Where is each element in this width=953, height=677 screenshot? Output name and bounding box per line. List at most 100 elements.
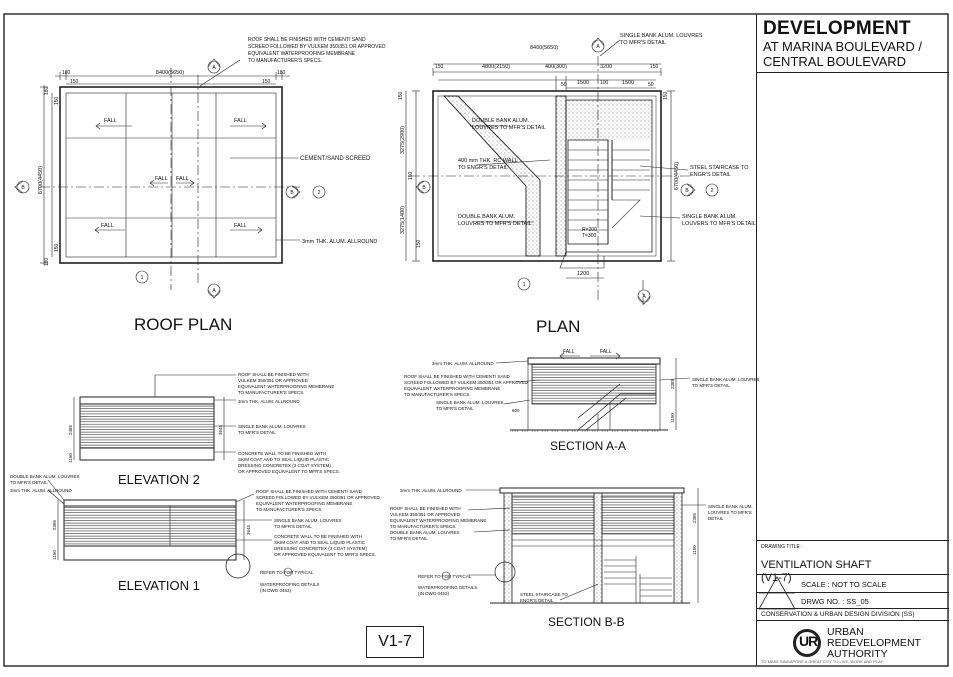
elevation-1-view: 2385 1150 3645 DOUBLE BANK ALUM. LOUVRES… bbox=[10, 474, 380, 593]
elev1-note-left1-2: TO MFR'S DETAIL bbox=[10, 480, 48, 485]
roof-plan-dim-180b: 180 bbox=[277, 70, 286, 76]
roof-plan-dim-v180b: 180 bbox=[44, 257, 50, 266]
elev2-note4-1: CONCRETE WALL TO BE FINISHED WITH bbox=[238, 451, 326, 456]
project-title-line1: DEVELOPMENT bbox=[763, 18, 911, 39]
roof-plan-dim-v150a: 150 bbox=[54, 96, 60, 105]
plan-dim-150b: 150 bbox=[650, 64, 659, 70]
sec-bb-note-wp-2: (IN DWG 0453) bbox=[418, 591, 450, 596]
elev1-note5-1: WATERPROOFING DETAILS bbox=[260, 582, 319, 587]
elev1-note2-1: SINGLE BANK ALUM. LOUVRES bbox=[274, 518, 342, 523]
ura-tagline: TO MAKE SINGAPORE A GREAT CITY TO LIVE, … bbox=[761, 659, 884, 664]
ura-logo-text: UR bbox=[799, 633, 818, 649]
scale-text: SCALE : NOT TO SCALE bbox=[801, 580, 887, 589]
sec-aa-dim-600: 600 bbox=[512, 408, 520, 413]
ura-name-3: AUTHORITY bbox=[827, 648, 888, 660]
north-triangle-icon bbox=[758, 576, 796, 610]
elev1-dim-1150: 1150 bbox=[52, 550, 57, 560]
elevation-2-view: 2485 1150 3645 ROOF SHALL BE FINISHED WI… bbox=[68, 372, 340, 487]
sec-aa-note-louvre-1: SINGLE BANK ALUM. LOUVRES bbox=[436, 400, 504, 405]
roof-plan-dim-v150b: 150 bbox=[54, 243, 60, 252]
plan-note-double2-1: DOUBLE BANK ALUM. bbox=[458, 214, 516, 220]
plan-dim-100: 100 bbox=[600, 80, 609, 86]
elev1-dim-2385: 2385 bbox=[52, 519, 57, 530]
ura-logo-box: UR URBAN REDEVELOPMENT AUTHORITY TO MAKE… bbox=[757, 620, 949, 667]
roof-plan-fall-5: FALL bbox=[101, 223, 114, 229]
scale-row: SCALE : NOT TO SCALE bbox=[757, 574, 949, 610]
elev2-dim-3645: 3645 bbox=[218, 424, 223, 435]
roof-plan-tag-2: 2 bbox=[318, 190, 321, 196]
roof-plan-tag-a-top: A bbox=[212, 65, 216, 71]
plan-tag-b-right: B bbox=[685, 188, 689, 194]
ura-logo-icon: UR bbox=[793, 629, 821, 657]
elevation-1-title: ELEVATION 1 bbox=[118, 578, 200, 593]
sec-aa-fall-2: FALL bbox=[600, 349, 612, 355]
elev2-dim-2485: 2485 bbox=[68, 424, 73, 435]
roof-plan-fall-1: FALL bbox=[104, 118, 117, 124]
plan-dim-v150c: 150 bbox=[416, 239, 422, 248]
roof-plan-note-screed: CEMENT/SAND SCREED bbox=[300, 156, 371, 162]
elev2-note4-2: SKIM COAT AND TO SEAL LIQUID PLASTIC bbox=[238, 457, 330, 462]
sec-bb-dim-1150: 1150 bbox=[692, 545, 697, 555]
roof-plan-tag-a-bottom: A bbox=[212, 288, 216, 294]
sec-bb-note-wp-1: WATERPROOFING DETAILS bbox=[418, 585, 477, 590]
sec-bb-note-right-1: SINGLE BANK ALUM. bbox=[708, 504, 753, 509]
sec-bb-note-roof-3: EQUIVALENT WATERPROOFING MEMBRANE bbox=[390, 518, 486, 523]
division-row: CONSERVATION & URBAN DESIGN DIVISION (SS… bbox=[757, 608, 949, 621]
sec-aa-note-roof-2: SCREED FOLLOWED BY VULKEM 350/351 OR APP… bbox=[404, 380, 528, 385]
section-bb-title: SECTION B-B bbox=[548, 615, 625, 629]
elev1-note2-2: TO MFR'S DETAIL bbox=[274, 524, 312, 529]
sec-bb-note-stair-2: ENGR'S DETAIL bbox=[520, 598, 554, 603]
plan-note-single-1: SINGLE BANK ALUM. bbox=[682, 214, 737, 220]
elev1-note-left2: 3mm THK. ALUM. ALLROUND bbox=[10, 488, 72, 493]
plan-note-double2-2: LOUVRES TO MFR'S DETAIL bbox=[458, 221, 532, 227]
sec-aa-note-right-1: SINGLE BANK ALUM. LOUVRES bbox=[692, 377, 760, 382]
roof-plan-fall-4: FALL bbox=[176, 176, 189, 182]
plan-note-louvre-top-2: TO MFR'S DETAIL bbox=[620, 40, 666, 46]
elev1-note1-3: EQUIVALENT WATERPROOFING MEMBRANE bbox=[256, 501, 352, 506]
sec-aa-note-allround: 3mm THK. ALUM. ALLROUND bbox=[432, 361, 494, 366]
elev1-note5-2: (IN DWG 0453) bbox=[260, 588, 292, 593]
project-title: DEVELOPMENT AT MARINA BOULEVARD / CENTRA… bbox=[763, 18, 949, 69]
roof-plan-dim-150a: 150 bbox=[70, 79, 79, 85]
sec-bb-note-allround: 3mm THK. ALUM. ALLROUND bbox=[400, 488, 462, 493]
plan-note-stair-1: STEEL STAIRCASE TO bbox=[690, 165, 749, 171]
roof-plan-dim-180a: 180 bbox=[62, 70, 71, 76]
roof-plan-fall-2: FALL bbox=[234, 118, 247, 124]
drawing-number-stamp: V1-7 bbox=[366, 626, 424, 658]
title-block: DEVELOPMENT AT MARINA BOULEVARD / CENTRA… bbox=[756, 14, 949, 666]
sec-aa-note-louvre-2: TO MFR'S DETAIL bbox=[436, 406, 474, 411]
drawing-title: VENTILATION SHAFT bbox=[761, 559, 872, 571]
elev1-note-left1-1: DOUBLE BANK ALUM. LOUVRES bbox=[10, 474, 80, 479]
elev1-note3-2: SKIM COAT AND TO SEAL LIQUID PLASTIC bbox=[274, 540, 366, 545]
drwg-row: DRWG NO. : SS_05 bbox=[757, 592, 949, 609]
plan-dim-total: 8400(5650) bbox=[530, 45, 558, 51]
plan-note-wall-1: 400 mm THK. RC WALL bbox=[458, 158, 518, 164]
elev1-note1-1: ROOF SHALL BE FINISHED WITH CEMENT/ SAND bbox=[256, 489, 363, 494]
drawing-title-label: DRAWING TITLE : bbox=[761, 544, 803, 550]
roof-plan-fall-6: FALL bbox=[234, 223, 247, 229]
roof-plan-tag-1: 1 bbox=[141, 275, 144, 281]
plan-dim-50a: 50 bbox=[561, 82, 567, 88]
roof-plan-dim-v180a: 180 bbox=[44, 86, 50, 95]
elev2-note1-3: EQUIVALENT WATERPROOFING MEMBRANE bbox=[238, 384, 334, 389]
sheet-border bbox=[3, 13, 949, 667]
roof-plan-tag-b-right: B bbox=[290, 190, 294, 196]
section-bb-view: 3mm THK. ALUM. ALLROUND ROOF SHALL BE FI… bbox=[390, 487, 753, 629]
plan-tag-1: 1 bbox=[523, 282, 526, 288]
elev1-note1-2: SCREED FOLLOWED BY VULKEM 350/351 OR APP… bbox=[256, 495, 380, 500]
roof-plan-note-roof-4: TO MANUFACTURER'S SPECS. bbox=[248, 58, 322, 64]
sec-aa-note-right-2: TO MFR'S DETAIL bbox=[692, 383, 730, 388]
roof-plan-note-allround: 3mm THK. ALUM. ALLROUND bbox=[302, 239, 377, 245]
sec-bb-note-right-2: LOUVRES TO MFR'S bbox=[708, 510, 752, 515]
roof-plan-tag-b-left: B bbox=[21, 185, 25, 191]
elev2-note3-2: TO MFR'S DETAIL bbox=[238, 430, 276, 435]
sec-aa-note-roof-4: TO MANUFACTURER'S SPECS. bbox=[404, 392, 471, 397]
elev1-note4: REFER TO FOR TYPICAL bbox=[260, 570, 314, 575]
sec-aa-note-roof-3: EQUIVALENT WATERPROOFING MEMBRANE bbox=[404, 386, 500, 391]
section-aa-title: SECTION A-A bbox=[550, 439, 626, 453]
roof-plan-note-roof-1: ROOF SHALL BE FINISHED WITH CEMENT/ SAND bbox=[248, 37, 366, 43]
plan-note-single-2: LOUVERS TO MFR'S DETAIL bbox=[682, 221, 756, 227]
plan-stair-r: R=200 bbox=[582, 227, 597, 233]
elev1-note1-4: TO MANUFACTURER'S SPECS. bbox=[256, 507, 323, 512]
